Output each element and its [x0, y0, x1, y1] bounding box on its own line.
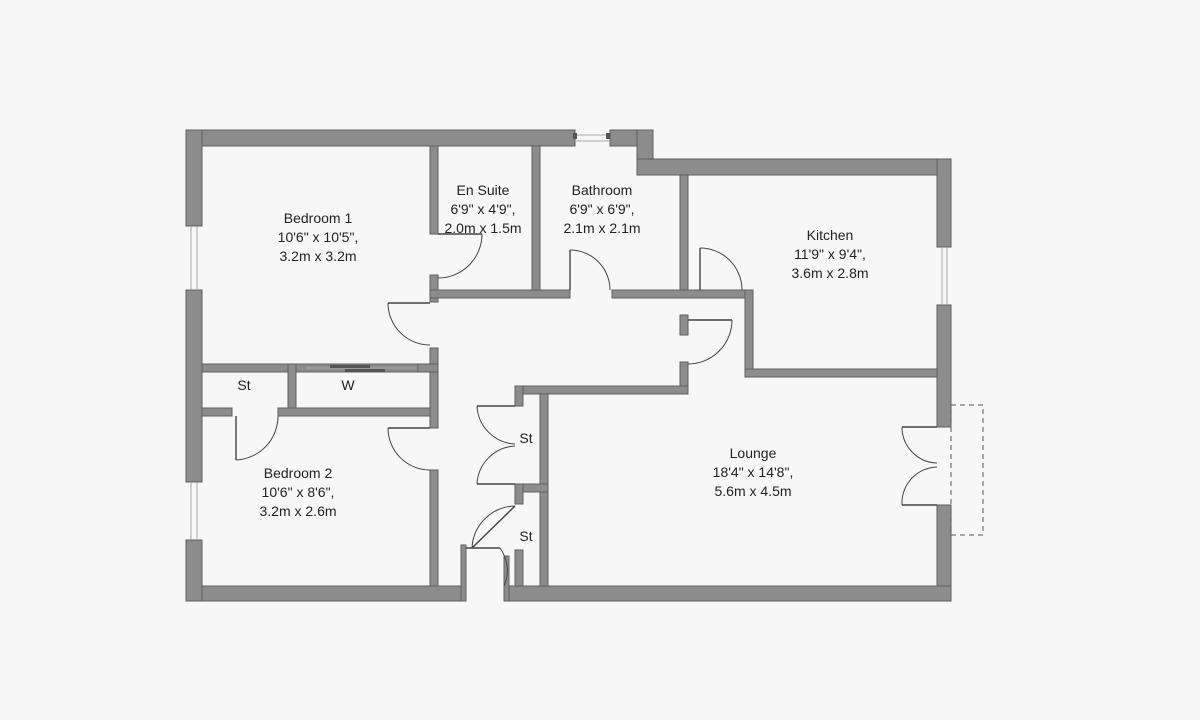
wall-bottom-left: [185, 585, 462, 602]
wall-bottom-right: [506, 585, 952, 602]
room-bathroom: Bathroom 6'9" x 6'9", 2.1m x 2.1m: [563, 182, 640, 236]
outer-walls: [185, 129, 952, 602]
bedroom-store-label: St: [237, 377, 250, 393]
wall-top-kitchen: [636, 158, 952, 176]
wall-right-kitchen-lower: [936, 304, 952, 428]
wall-left-2: [185, 289, 203, 483]
windows: [190, 133, 948, 540]
doors: [235, 233, 938, 587]
hall-store-upper-label: St: [519, 430, 532, 446]
lounge-metric: 5.6m x 4.5m: [714, 483, 791, 499]
wall-right-kitchen-upper: [936, 158, 952, 248]
lounge-imperial: 18'4" x 14'8",: [713, 464, 794, 480]
en-suite-imperial: 6'9" x 4'9",: [450, 201, 515, 217]
room-bedroom-2: Bedroom 2 10'6" x 8'6", 3.2m x 2.6m: [259, 465, 336, 519]
bedroom-1-name: Bedroom 1: [284, 210, 353, 226]
room-en-suite: En Suite 6'9" x 4'9", 2.0m x 1.5m: [444, 182, 521, 236]
wall-top-left: [185, 129, 576, 147]
en-suite-metric: 2.0m x 1.5m: [444, 220, 521, 236]
bathroom-metric: 2.1m x 2.1m: [563, 220, 640, 236]
en-suite-name: En Suite: [457, 182, 510, 198]
room-bedroom-1: Bedroom 1 10'6" x 10'5", 3.2m x 3.2m: [278, 210, 359, 264]
wardrobe-label: W: [341, 377, 355, 393]
wall-left-3: [185, 539, 203, 602]
lounge-name: Lounge: [730, 445, 777, 461]
kitchen-imperial: 11'9" x 9'4",: [794, 246, 866, 262]
room-lounge: Lounge 18'4" x 14'8", 5.6m x 4.5m: [713, 445, 794, 499]
wardrobe-doors: [306, 365, 416, 372]
hall-store-lower-label: St: [519, 528, 532, 544]
bathroom-name: Bathroom: [572, 182, 633, 198]
bedroom-2-name: Bedroom 2: [264, 465, 333, 481]
lounge-bay: [950, 404, 984, 536]
room-kitchen: Kitchen 11'9" x 9'4", 3.6m x 2.8m: [791, 227, 868, 281]
bedroom-2-metric: 3.2m x 2.6m: [259, 503, 336, 519]
kitchen-name: Kitchen: [807, 227, 854, 243]
wall-left-1: [185, 129, 203, 227]
bedroom-1-metric: 3.2m x 3.2m: [279, 248, 356, 264]
bedroom-1-imperial: 10'6" x 10'5",: [278, 229, 359, 245]
kitchen-metric: 3.6m x 2.8m: [791, 265, 868, 281]
bathroom-imperial: 6'9" x 6'9",: [569, 201, 634, 217]
bedroom-2-imperial: 10'6" x 8'6",: [262, 484, 335, 500]
